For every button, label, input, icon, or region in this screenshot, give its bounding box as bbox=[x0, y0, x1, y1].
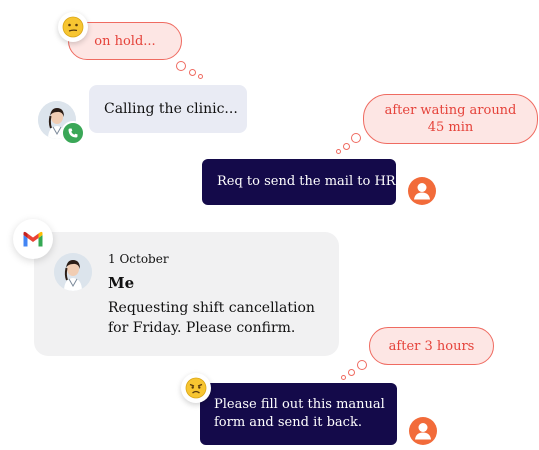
thought-text-on-hold: on hold... bbox=[94, 33, 156, 49]
email-sender: Me bbox=[108, 274, 135, 292]
thought-text-waiting: after wating around 45 min bbox=[384, 103, 517, 135]
calling-message-text: Calling the clinic... bbox=[104, 101, 238, 117]
thought-dot bbox=[348, 369, 355, 376]
gmail-icon bbox=[13, 219, 53, 259]
email-date: 1 October bbox=[108, 252, 169, 266]
thought-bubble-on-hold: on hold... bbox=[68, 22, 182, 60]
thought-dot bbox=[198, 74, 203, 79]
thought-dot bbox=[357, 360, 367, 370]
sender-avatar bbox=[54, 253, 92, 291]
email-body: Requesting shift cancellation for Friday… bbox=[108, 300, 315, 336]
thought-dot bbox=[189, 69, 196, 76]
calling-message-bubble: Calling the clinic... bbox=[89, 85, 247, 133]
thought-text-three-hours: after 3 hours bbox=[388, 338, 475, 354]
request-mail-text: Req to send the mail to HR bbox=[217, 174, 396, 189]
thought-dot bbox=[343, 143, 350, 150]
request-mail-bubble: Req to send the mail to HR bbox=[202, 159, 396, 205]
thought-dot bbox=[351, 133, 361, 143]
manual-form-bubble: Please fill out this manual form and sen… bbox=[200, 383, 397, 445]
phone-icon bbox=[61, 121, 85, 145]
thought-bubble-three-hours: after 3 hours bbox=[369, 327, 494, 365]
angry-face-icon bbox=[181, 373, 211, 403]
user-icon bbox=[407, 176, 437, 206]
email-card[interactable] bbox=[34, 232, 339, 356]
neutral-face-icon bbox=[58, 12, 88, 42]
thought-dot bbox=[341, 375, 346, 380]
manual-form-text: Please fill out this manual form and sen… bbox=[214, 397, 385, 430]
thought-dot bbox=[176, 61, 186, 71]
thought-dot bbox=[336, 149, 341, 154]
thought-bubble-waiting: after wating around 45 min bbox=[363, 94, 538, 144]
user-icon bbox=[408, 416, 438, 446]
